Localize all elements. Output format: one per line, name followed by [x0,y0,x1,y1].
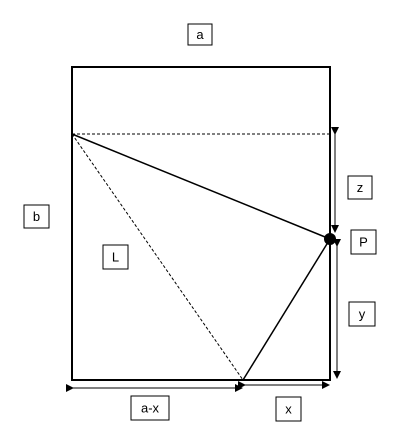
point-P [324,233,336,245]
label-b-box [23,204,50,229]
label-z: z [357,180,364,195]
label-b: b [33,209,40,224]
line-corner-to-P [71,133,331,240]
label-P-group: P [350,229,377,255]
label-P: P [359,235,368,250]
label-b-group: b [23,204,50,229]
label-y: y [359,307,366,322]
label-L-group: L [102,244,129,270]
label-a-minus-x-box [130,395,170,421]
label-a-minus-x-group: a-x [130,395,170,421]
label-L: L [112,250,119,265]
label-x: x [285,402,292,417]
label-z-box [347,175,373,200]
label-x-box [275,396,302,422]
label-L-box [102,244,129,270]
label-z-group: z [347,175,373,200]
label-x-group: x [275,396,302,422]
label-a-group: a [187,23,213,46]
dashed-line-L [71,133,244,381]
line-P-to-bottom [242,238,331,381]
label-a: a [196,27,204,42]
label-a-box [187,23,213,46]
label-y-box [348,301,376,327]
label-y-group: y [348,301,376,327]
label-a-minus-x: a-x [141,401,160,416]
outer-rectangle [71,66,331,381]
label-P-box [350,229,377,255]
